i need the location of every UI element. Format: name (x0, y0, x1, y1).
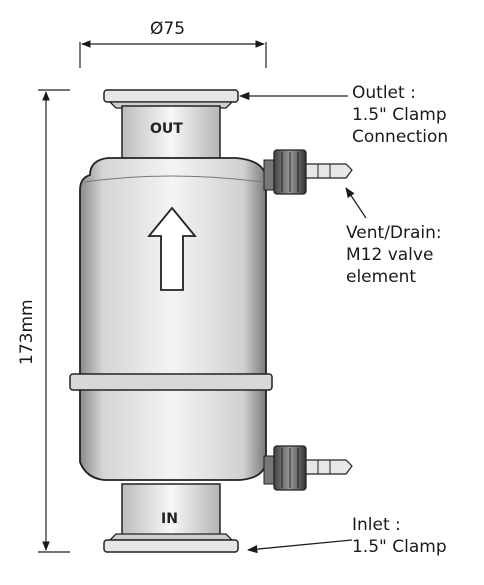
inlet-mark: IN (161, 511, 178, 527)
diameter-dimension: Ø75 (79, 19, 267, 68)
lower-drain-valve (263, 445, 353, 491)
vent-callout-line-3: element (346, 267, 417, 287)
outlet-callout-line-2: 1.5" Clamp (352, 105, 447, 125)
up-arrow-icon (147, 206, 197, 291)
inlet-clamp-flange (103, 533, 239, 553)
inlet-leader (246, 539, 353, 554)
outlet-callout-line-3: Connection (352, 127, 449, 147)
diameter-label: Ø75 (150, 19, 185, 39)
outlet-mark: OUT (150, 121, 183, 137)
inlet-callout-line-1: Inlet : (352, 515, 401, 535)
vent-leader (345, 187, 367, 219)
vent-callout: Vent/Drain: M12 valve element (346, 222, 442, 288)
outlet-callout: Outlet : 1.5" Clamp Connection (352, 82, 448, 148)
height-dimension: 173mm (17, 89, 70, 553)
inlet-callout-line-2: 1.5" Clamp (352, 537, 447, 557)
housing-body (79, 157, 267, 481)
vent-callout-line-2: M12 valve (346, 245, 434, 265)
inlet-neck (121, 483, 221, 539)
vent-callout-line-1: Vent/Drain: (346, 223, 442, 243)
upper-vent-valve (263, 149, 353, 195)
outlet-callout-line-1: Outlet : (352, 83, 416, 103)
inlet-callout: Inlet : 1.5" Clamp (352, 514, 447, 558)
outlet-neck (121, 105, 221, 163)
center-band (69, 373, 273, 391)
height-label: 173mm (17, 299, 37, 365)
